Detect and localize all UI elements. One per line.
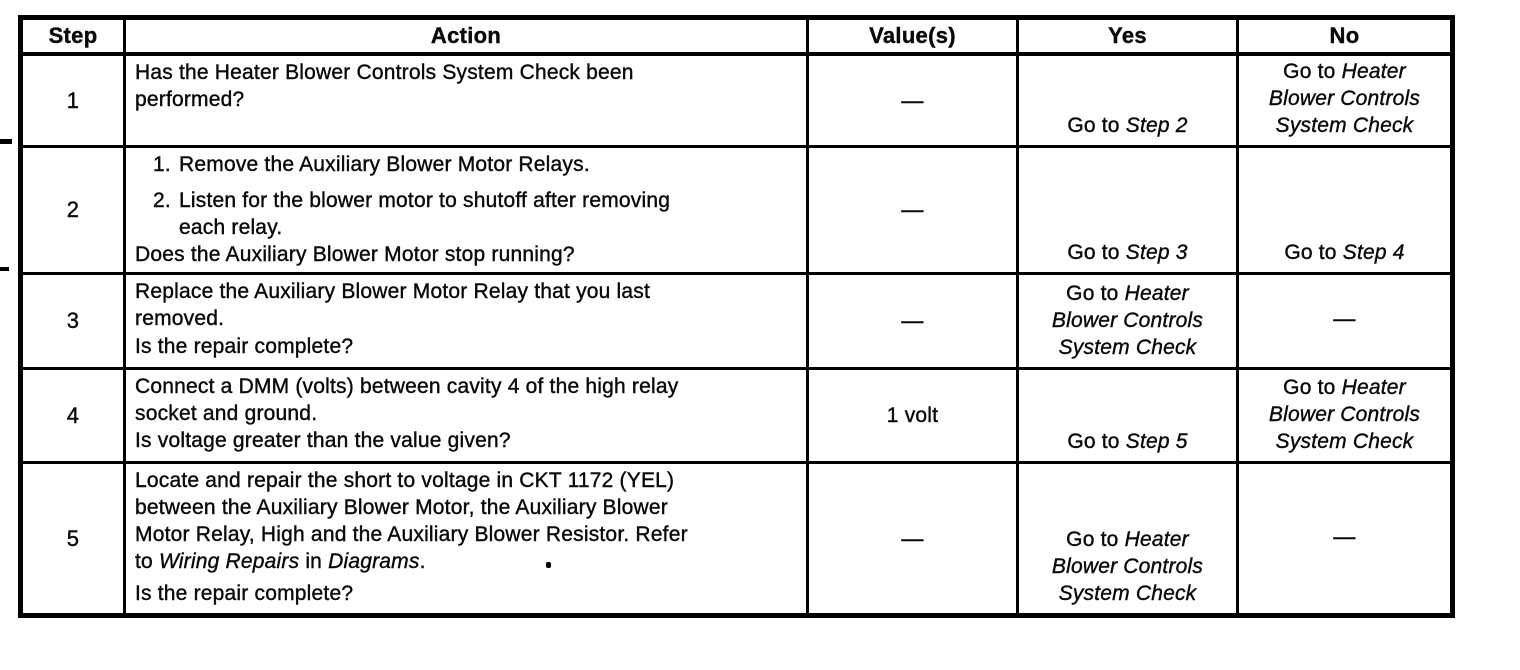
yes-cell: Go to Heater Blower Controls System Chec… bbox=[1016, 461, 1239, 617]
no-cell: — bbox=[1236, 461, 1454, 617]
yes-cell: Go to Step 2 bbox=[1016, 52, 1239, 148]
diagnostic-table: Step Action Value(s) Yes No 1 Has the He… bbox=[18, 15, 1455, 618]
action-cell: Locate and repair the short to voltage i… bbox=[123, 461, 809, 617]
goto-reference: Go to Heater Blower Controls System Chec… bbox=[1023, 526, 1232, 607]
goto-prefix: Go to bbox=[1283, 376, 1336, 399]
action-list-item: Listen for the blower motor to shutoff a… bbox=[177, 187, 798, 241]
header-no: No bbox=[1236, 16, 1454, 56]
goto-prefix: Go to bbox=[1067, 430, 1120, 453]
step-number: 5 bbox=[19, 461, 126, 617]
action-text-part: Locate and repair the short to voltage i… bbox=[135, 469, 688, 573]
goto-reference: Go to Heater Blower Controls System Chec… bbox=[1243, 374, 1446, 455]
scan-artifact bbox=[0, 267, 9, 271]
value-text: — bbox=[901, 525, 924, 551]
goto-reference: Go to Step 3 bbox=[1023, 239, 1232, 266]
action-question: Is voltage greater than the value given? bbox=[135, 429, 511, 452]
no-cell: Go to Heater Blower Controls System Chec… bbox=[1236, 52, 1454, 148]
header-values: Value(s) bbox=[806, 16, 1019, 56]
action-text-part: in bbox=[299, 550, 329, 573]
value-cell: — bbox=[806, 272, 1019, 370]
yes-cell: Go to Step 5 bbox=[1016, 367, 1239, 464]
goto-target: Heater Blower Controls System Check bbox=[1051, 528, 1204, 605]
action-question: Does the Auxiliary Blower Motor stop run… bbox=[135, 243, 575, 266]
goto-reference: Go to Step 4 bbox=[1243, 239, 1446, 266]
action-text: Locate and repair the short to voltage i… bbox=[135, 467, 798, 575]
goto-target: Step 4 bbox=[1342, 241, 1405, 264]
header-action: Action bbox=[123, 16, 809, 56]
value-text: — bbox=[901, 87, 924, 113]
action-reference: Diagrams bbox=[328, 550, 420, 573]
goto-target: Step 3 bbox=[1125, 241, 1188, 264]
action-list-item: Remove the Auxiliary Blower Motor Relays… bbox=[177, 151, 798, 178]
step-number: 1 bbox=[19, 52, 126, 148]
value-text: — bbox=[901, 308, 924, 333]
step-number: 4 bbox=[19, 367, 126, 464]
action-text-part: . bbox=[419, 550, 426, 573]
goto-target: Heater Blower Controls System Check bbox=[1268, 60, 1421, 137]
goto-target: Heater Blower Controls System Check bbox=[1051, 282, 1204, 359]
step-number: 3 bbox=[19, 272, 126, 370]
action-cell: Remove the Auxiliary Blower Motor Relays… bbox=[123, 145, 809, 275]
goto-prefix: Go to bbox=[1283, 60, 1336, 83]
goto-prefix: Go to bbox=[1066, 528, 1119, 551]
action-text: Has the Heater Blower Controls System Ch… bbox=[135, 61, 634, 111]
table-row-step-1: 1 Has the Heater Blower Controls System … bbox=[19, 52, 1454, 148]
goto-reference: Go to Step 5 bbox=[1023, 428, 1232, 455]
no-cell: Go to Heater Blower Controls System Chec… bbox=[1236, 367, 1454, 464]
action-question: Is the repair complete? bbox=[135, 335, 354, 358]
goto-target: Step 2 bbox=[1125, 114, 1188, 137]
goto-prefix: Go to bbox=[1066, 282, 1119, 305]
action-steps-list: Remove the Auxiliary Blower Motor Relays… bbox=[135, 151, 798, 241]
table-row-step-2: 2 Remove the Auxiliary Blower Motor Rela… bbox=[19, 145, 1454, 275]
action-cell: Has the Heater Blower Controls System Ch… bbox=[123, 52, 809, 148]
action-reference: Wiring Repairs bbox=[158, 550, 300, 573]
value-cell: 1 volt bbox=[806, 367, 1019, 464]
table-row-step-5: 5 Locate and repair the short to voltage… bbox=[19, 461, 1454, 617]
action-cell: Replace the Auxiliary Blower Motor Relay… bbox=[123, 272, 809, 370]
table-header-row: Step Action Value(s) Yes No bbox=[19, 16, 1454, 56]
no-text: — bbox=[1333, 523, 1356, 549]
yes-cell: Go to Heater Blower Controls System Chec… bbox=[1016, 272, 1239, 370]
action-text: Replace the Auxiliary Blower Motor Relay… bbox=[135, 280, 651, 330]
goto-prefix: Go to bbox=[1067, 241, 1120, 264]
step-number: 2 bbox=[19, 145, 126, 275]
no-text: — bbox=[1333, 306, 1356, 331]
goto-reference: Go to Heater Blower Controls System Chec… bbox=[1023, 280, 1232, 361]
goto-prefix: Go to bbox=[1284, 241, 1337, 264]
table-row-step-3: 3 Replace the Auxiliary Blower Motor Rel… bbox=[19, 272, 1454, 370]
goto-prefix: Go to bbox=[1067, 114, 1120, 137]
table-row-step-4: 4 Connect a DMM (volts) between cavity 4… bbox=[19, 367, 1454, 464]
no-cell: — bbox=[1236, 272, 1454, 370]
action-question: Is the repair complete? bbox=[135, 582, 354, 605]
value-cell: — bbox=[806, 52, 1019, 148]
header-step: Step bbox=[19, 16, 126, 56]
action-cell: Connect a DMM (volts) between cavity 4 o… bbox=[123, 367, 809, 464]
no-cell: Go to Step 4 bbox=[1236, 145, 1454, 275]
value-text: — bbox=[901, 197, 924, 222]
yes-cell: Go to Step 3 bbox=[1016, 145, 1239, 275]
value-cell: — bbox=[806, 461, 1019, 617]
goto-target: Step 5 bbox=[1125, 430, 1188, 453]
value-cell: — bbox=[806, 145, 1019, 275]
goto-reference: Go to Heater Blower Controls System Chec… bbox=[1243, 58, 1446, 139]
goto-reference: Go to Step 2 bbox=[1023, 112, 1232, 139]
action-text: Connect a DMM (volts) between cavity 4 o… bbox=[135, 375, 679, 425]
header-yes: Yes bbox=[1016, 16, 1239, 56]
goto-target: Heater Blower Controls System Check bbox=[1268, 376, 1421, 453]
scan-artifact bbox=[0, 139, 12, 144]
